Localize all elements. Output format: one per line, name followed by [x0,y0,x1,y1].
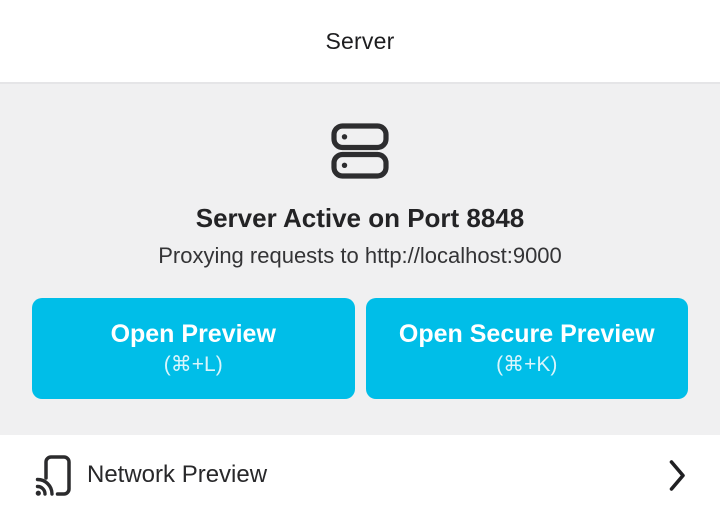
open-preview-label: Open Preview [110,320,276,349]
network-cast-icon [35,454,71,496]
server-status-title: Server Active on Port 8848 [195,203,525,233]
preview-button-row: Open Preview (⌘+L) Open Secure Preview (… [0,298,720,400]
server-stack-icon [331,123,389,179]
chevron-right-icon [669,459,685,491]
server-proxy-subtitle: Proxying requests to http://localhost:90… [158,243,562,268]
open-preview-button[interactable]: Open Preview (⌘+L) [32,298,355,400]
network-preview-row[interactable]: Network Preview [0,435,720,515]
network-preview-label: Network Preview [87,461,268,488]
page-title: Server [325,27,395,54]
header-bar: Server [0,0,720,84]
open-preview-shortcut: (⌘+L) [163,353,223,377]
server-status-panel: Server Active on Port 8848 Proxying requ… [0,84,720,435]
open-secure-preview-button[interactable]: Open Secure Preview (⌘+K) [365,298,688,400]
open-secure-preview-shortcut: (⌘+K) [496,353,558,377]
open-secure-preview-label: Open Secure Preview [398,320,655,349]
